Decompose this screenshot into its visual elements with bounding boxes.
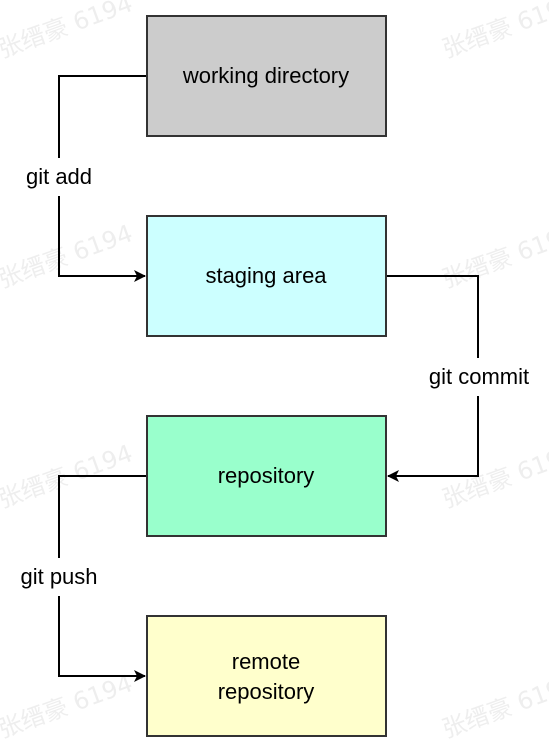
watermark-text: 张缙豪 6194 [0,219,136,293]
repository-label: repository [218,463,315,488]
connectors [58,75,479,682]
remote-repository-label-line2: repository [218,679,315,704]
git-commit-label: git commit [429,364,529,389]
working-directory-box [146,15,387,137]
edge-label-git-commit: git commit [419,358,537,396]
node-repository: repository [146,415,387,537]
remote-repository-label-line1: remote [232,649,300,674]
watermark-text: 张缙豪 6194 [438,0,549,64]
node-working-directory: working directory [146,15,387,137]
working-directory-label: working directory [182,63,349,88]
edge-label-git-add: git add [18,158,100,196]
node-staging-area: staging area [146,215,387,337]
remote-repository-box [146,615,387,737]
watermark-text: 张缙豪 6194 [438,219,549,293]
watermark-text: 张缙豪 6194 [0,669,136,743]
node-remote-repository: remote repository [146,615,387,737]
watermark-text: 张缙豪 6194 [0,0,136,64]
edge-label-git-push: git push [12,558,106,596]
git-push-label: git push [20,564,97,589]
git-add-label: git add [26,164,92,189]
watermark-text: 张缙豪 6194 [438,669,549,743]
staging-area-box [146,215,387,337]
repository-box [146,415,387,537]
staging-area-label: staging area [205,263,327,288]
